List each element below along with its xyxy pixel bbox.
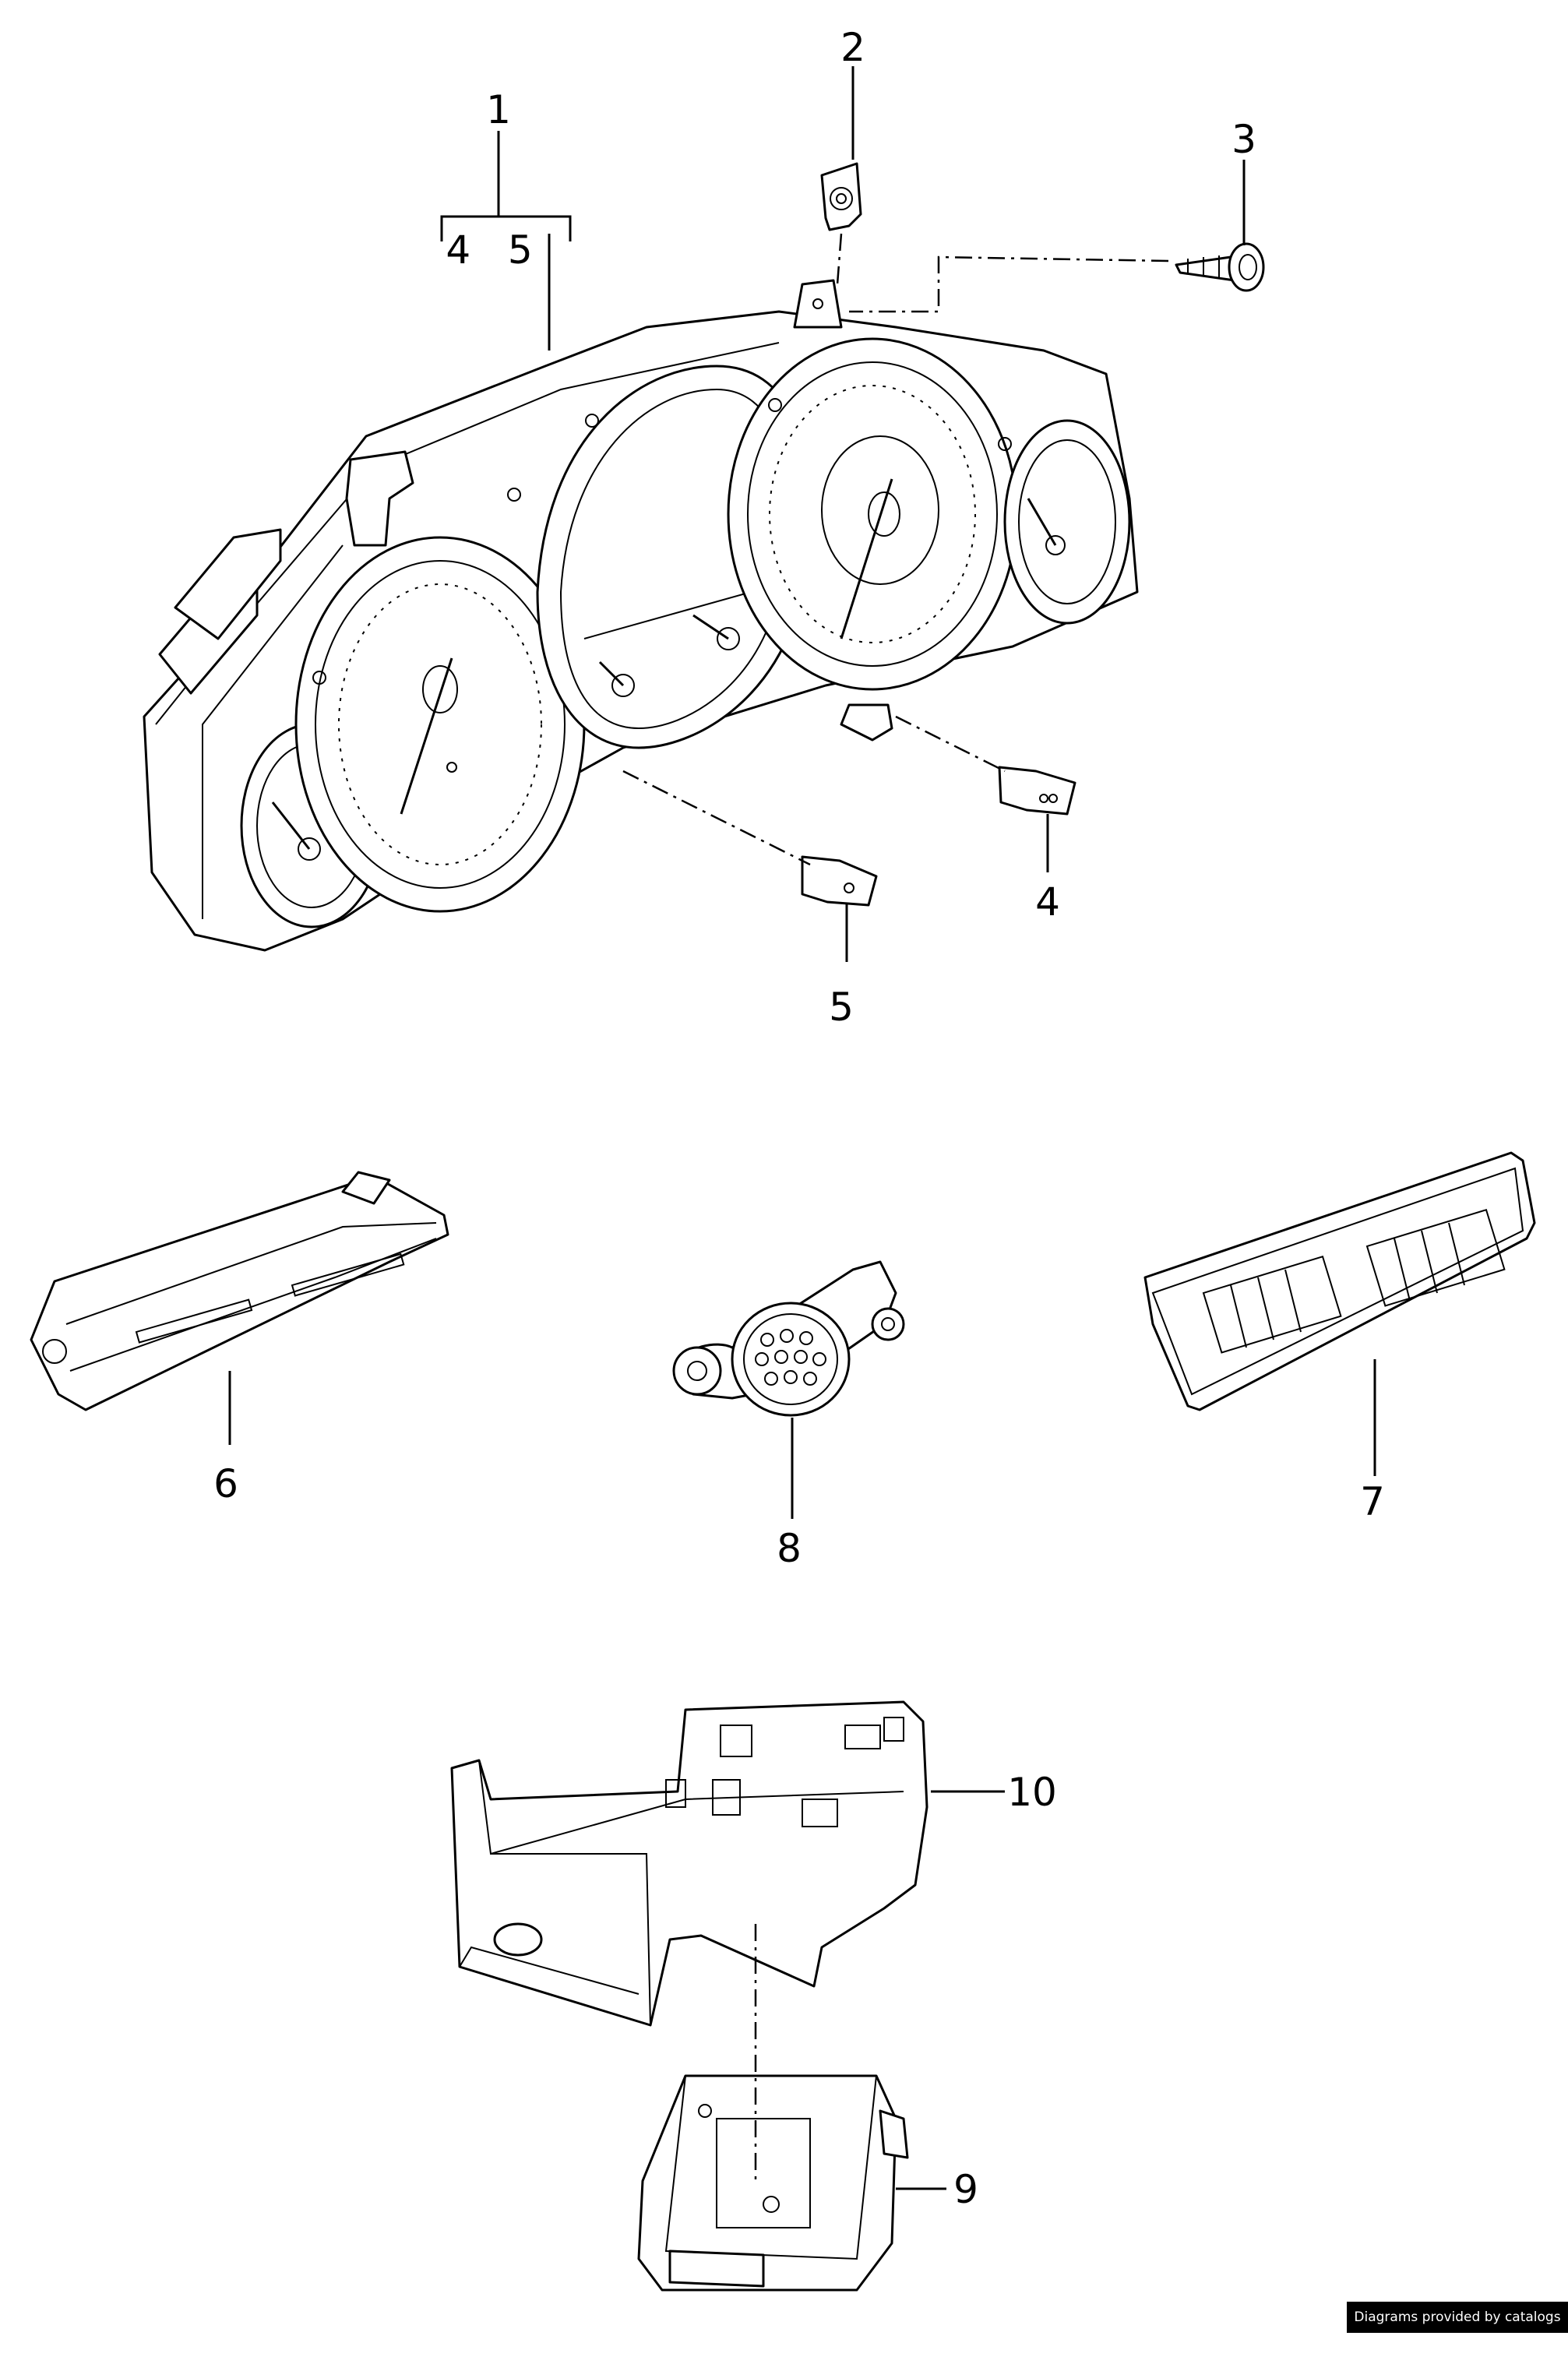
diagram-credit: Diagrams provided by catalogs parts bbox=[1347, 2302, 1568, 2356]
callout-labels: 1 4 5 2 3 4 5 6 7 8 9 10 bbox=[213, 25, 1385, 2212]
bracket bbox=[450, 1700, 928, 2027]
callout-9: 9 bbox=[953, 2167, 978, 2212]
buzzer bbox=[672, 1260, 905, 1417]
instrument-cluster bbox=[143, 279, 1139, 952]
callout-8: 8 bbox=[777, 1526, 802, 1571]
screw bbox=[1175, 242, 1265, 292]
callout-1-sub: 4 5 bbox=[446, 227, 532, 273]
callout-7: 7 bbox=[1360, 1479, 1385, 1524]
callout-1: 1 bbox=[486, 87, 511, 132]
leader-lines bbox=[228, 66, 1376, 2190]
switch-strip bbox=[30, 1171, 449, 1411]
callout-10: 10 bbox=[1007, 1770, 1057, 1815]
clip bbox=[820, 162, 862, 231]
callout-4: 4 bbox=[1035, 879, 1060, 925]
callout-5: 5 bbox=[829, 985, 854, 1030]
callout-2: 2 bbox=[840, 25, 865, 70]
callout-3: 3 bbox=[1231, 117, 1256, 162]
bulb-5 bbox=[801, 855, 878, 907]
switch-panel bbox=[1143, 1151, 1536, 1411]
bulb-4 bbox=[998, 766, 1076, 816]
control-module bbox=[637, 2074, 909, 2292]
callout-6: 6 bbox=[213, 1461, 238, 1506]
